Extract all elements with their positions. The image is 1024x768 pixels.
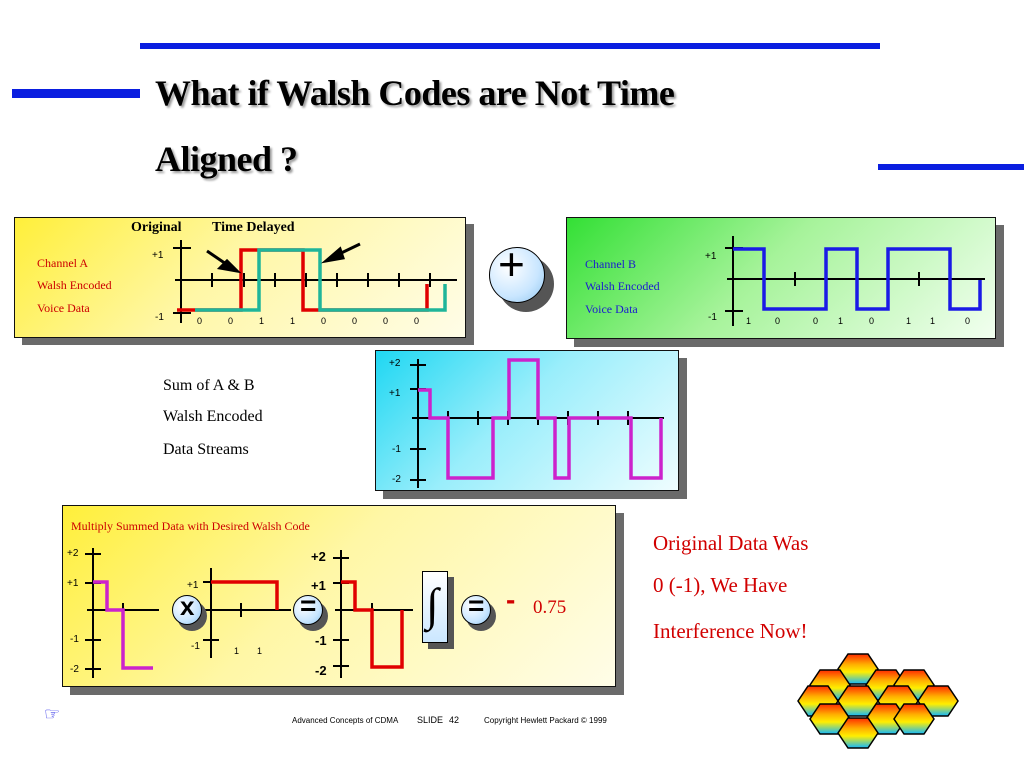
channel-a-bit: 0 <box>352 316 358 326</box>
channel-b-bit: 0 <box>869 316 875 326</box>
mult-left-y-label: -1 <box>70 634 79 645</box>
arrow-original-head <box>216 258 242 274</box>
hand-pointer-icon[interactable]: ☞ <box>44 704 61 724</box>
channel-a-data-label: Voice Data <box>37 301 90 315</box>
integral-box: ∫ <box>422 571 448 643</box>
mult-code-bit: 1 <box>234 646 240 656</box>
legend-original: Original <box>131 220 182 235</box>
times-symbol: x <box>180 591 195 621</box>
channel-a-bit: 0 <box>383 316 389 326</box>
multiply-diagram <box>85 548 413 678</box>
right-decor-line <box>878 164 1024 170</box>
integral-symbol: ∫ <box>426 579 439 630</box>
result-sign: - <box>506 584 516 615</box>
sum-y-label: -2 <box>392 474 401 485</box>
conclusion-line-3: Interference Now! <box>653 619 808 643</box>
channel-a-bit: 1 <box>290 316 296 326</box>
channel-a-delayed-wave <box>195 248 447 312</box>
mult-result-y-label: -1 <box>315 633 327 648</box>
channel-b-bit: 0 <box>775 316 781 326</box>
channel-b-bit: 1 <box>930 316 936 326</box>
multiply-title: Multiply Summed Data with Desired Walsh … <box>71 519 310 533</box>
footer-slide-label: SLIDE <box>417 715 444 725</box>
multiply-input-wave <box>93 580 153 670</box>
footer-course: Advanced Concepts of CDMA <box>292 716 399 725</box>
channel-a-bit: 0 <box>197 316 203 326</box>
plus-symbol: + <box>498 238 525 290</box>
mult-code-bit: 1 <box>257 646 263 656</box>
mult-result-y-label: +2 <box>311 549 326 564</box>
legend-time-delayed: Time Delayed <box>212 220 295 235</box>
channel-b-y-minus: -1 <box>708 312 717 323</box>
equals-symbol-1: = <box>300 590 317 621</box>
equals-symbol-2: = <box>468 590 485 621</box>
panel-sum: +2 +1 -1 -2 <box>375 350 679 491</box>
sum-label-line-3: Data Streams <box>163 441 249 458</box>
mult-left-y-label: -2 <box>70 664 79 675</box>
channel-b-y-plus: +1 <box>705 251 717 262</box>
sum-y-label: +1 <box>389 388 401 399</box>
conclusion-line-1: Original Data Was <box>653 531 809 555</box>
channel-a-label: Channel A <box>37 256 88 270</box>
channel-b-waveform <box>725 236 985 326</box>
mult-result-y-label: +1 <box>311 578 326 593</box>
mult-left-y-label: +1 <box>67 578 79 589</box>
arrow-delayed-head <box>320 246 345 264</box>
sum-label-line-1: Sum of A & B <box>163 377 255 394</box>
slide-title-line-2: Aligned ? <box>155 139 298 179</box>
channel-a-bit: 0 <box>414 316 420 326</box>
channel-b-label: Channel B <box>585 257 636 271</box>
channel-a-bit: 0 <box>321 316 327 326</box>
sum-waveform <box>410 358 664 488</box>
panel-channel-a: Channel A Walsh Encoded Voice Data Origi… <box>14 217 466 338</box>
equals-circle-2: = <box>461 590 491 625</box>
conclusion-line-2: 0 (-1), We Have <box>653 573 788 597</box>
mult-code-y-label: +1 <box>187 580 199 591</box>
multiply-result-wave <box>341 580 404 669</box>
channel-b-wave <box>733 247 982 311</box>
channel-b-encoding-label: Walsh Encoded <box>585 279 660 293</box>
left-decor-line <box>12 89 140 98</box>
sum-y-label: +2 <box>389 358 401 369</box>
top-decor-line <box>140 43 880 49</box>
channel-a-encoding-label: Walsh Encoded <box>37 278 112 292</box>
equals-circle-1: = <box>293 590 323 625</box>
mult-result-y-label: -2 <box>315 663 327 678</box>
channel-a-waveform <box>173 240 457 323</box>
sum-label-line-2: Walsh Encoded <box>163 408 263 425</box>
channel-b-data-label: Voice Data <box>585 302 638 316</box>
sum-wave <box>418 358 663 480</box>
panel-multiply: Multiply Summed Data with Desired Walsh … <box>62 505 616 687</box>
channel-b-bit: 1 <box>746 316 752 326</box>
sum-y-label: -1 <box>392 444 401 455</box>
plus-circle: + <box>489 238 545 303</box>
footer-slide-number: 42 <box>449 715 460 725</box>
slide-title-line-1: What if Walsh Codes are Not Time <box>155 73 675 113</box>
channel-a-bit: 1 <box>259 316 265 326</box>
result-value: 0.75 <box>533 597 567 618</box>
channel-b-bit: 0 <box>965 316 971 326</box>
channel-a-y-minus: -1 <box>155 312 164 323</box>
channel-b-bit: 0 <box>813 316 819 326</box>
times-circle: x <box>172 591 202 625</box>
channel-b-bit: 1 <box>838 316 844 326</box>
mult-code-y-label: -1 <box>191 641 200 652</box>
channel-a-bit: 0 <box>228 316 234 326</box>
multiply-walsh-code-wave <box>211 580 279 610</box>
hexagon-cluster-logo <box>797 653 959 749</box>
channel-b-bit: 1 <box>906 316 912 326</box>
panel-channel-b: Channel B Walsh Encoded Voice Data +1 -1… <box>566 217 996 339</box>
footer-copyright: Copyright Hewlett Packard © 1999 <box>484 716 607 725</box>
mult-left-y-label: +2 <box>67 548 79 559</box>
channel-a-y-plus: +1 <box>152 250 164 261</box>
